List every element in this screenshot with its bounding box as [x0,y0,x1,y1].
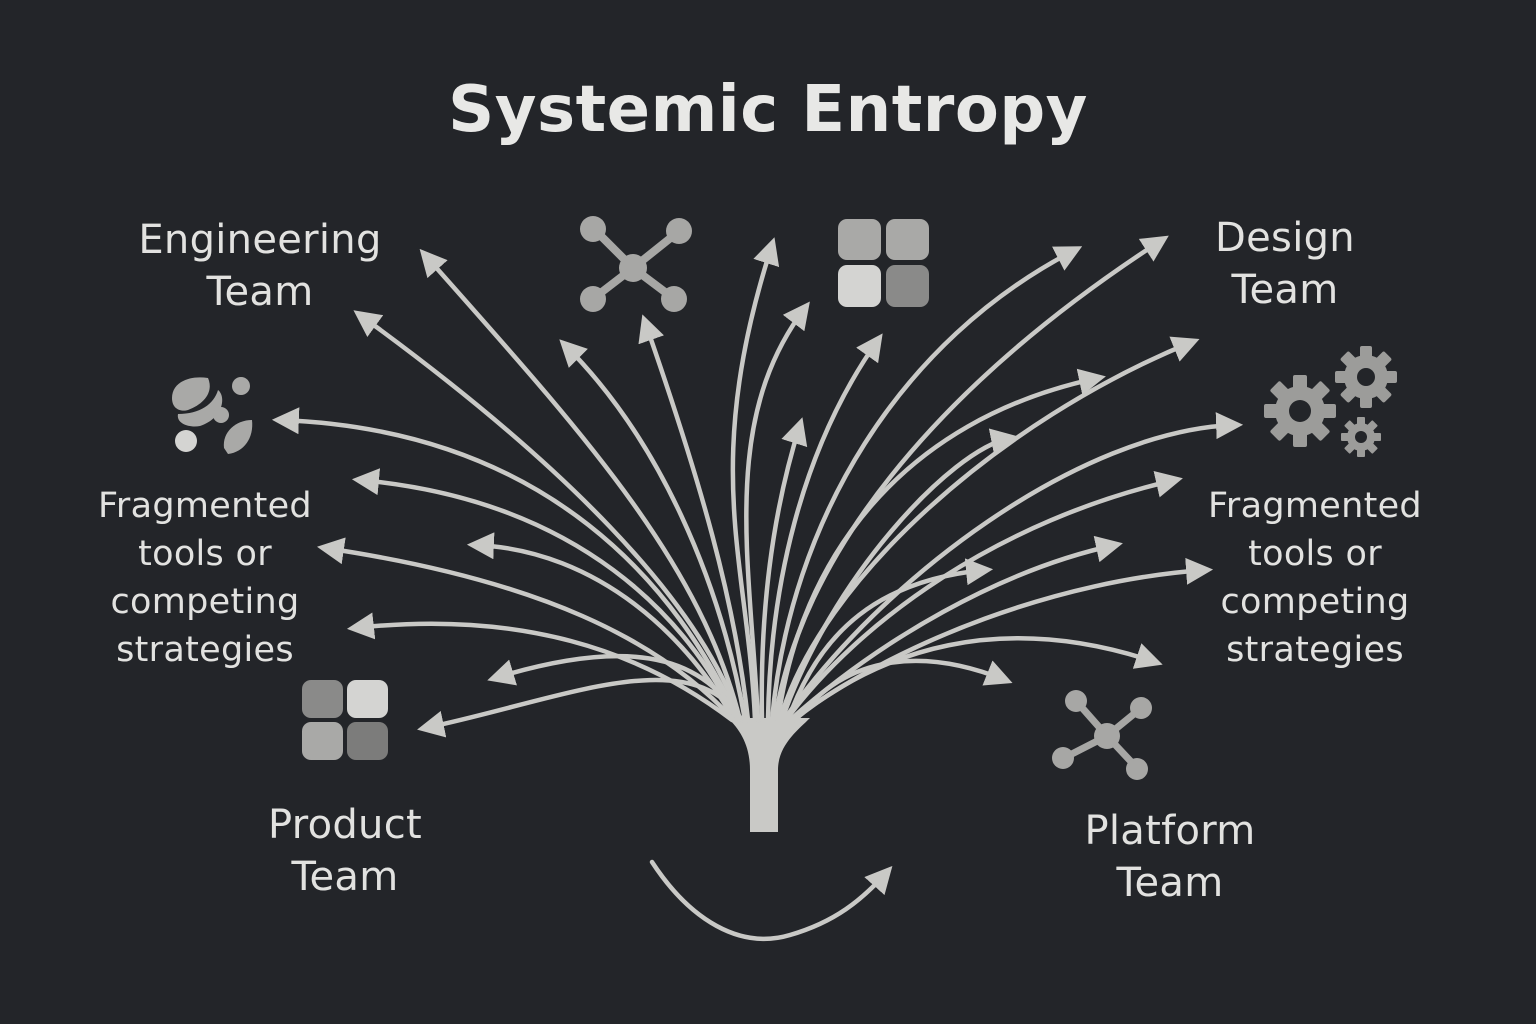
branch-arrow [638,314,751,723]
branch-arrow [559,339,748,723]
branch-arrow [785,558,994,723]
network-node-icon [1052,690,1152,780]
label-line: strategies [116,630,294,670]
label-line: Team [206,269,314,315]
label-line: strategies [1226,630,1404,670]
label-line: Design [1215,215,1355,261]
branch-arrow [730,237,780,723]
branch-arrow [765,333,883,723]
label-line: Fragmented [98,486,312,526]
label-line: competing [1220,582,1410,622]
trunk [728,718,810,832]
label-line: Platform [1084,808,1256,854]
gears-icon [1264,346,1397,457]
label-line: Product [268,802,422,848]
branch-arrow [775,368,1106,723]
bottom-curved-arrow [649,859,893,941]
label-line: Team [1231,267,1339,313]
engineering-team-label: Engineering Team [130,214,390,318]
diagram-title: Systemic Entropy [448,73,1088,147]
branch-arrow [353,310,743,723]
branch-arrow [769,246,1083,723]
branch-arrow [346,612,735,723]
branch-arrows [271,235,1244,941]
branch-arrow [417,677,745,738]
branch-arrow [351,468,739,723]
network-node-icon [580,216,692,312]
branch-arrow [781,412,1244,723]
label-line: Team [1116,860,1224,906]
fragmented-tools-label-right: Fragmented tools or competing strategies [1195,482,1435,674]
label-line: tools or [1248,534,1382,574]
grid-tiles-icon [302,680,388,760]
platform-team-label: Platform Team [1070,805,1270,909]
branch-arrow [793,658,1013,723]
branch-arrow [759,417,808,723]
branch-arrow [744,301,810,723]
label-line: competing [110,582,300,622]
branch-arrow [791,636,1163,723]
label-line: Fragmented [1208,486,1422,526]
design-team-label: Design Team [1190,212,1380,316]
label-line: Engineering [138,217,382,263]
fragmented-tools-label-left: Fragmented tools or competing strategies [85,482,325,674]
product-team-label: Product Team [245,799,445,903]
branch-arrow [271,407,741,723]
branch-arrow [779,428,1018,723]
scattered-shapes-icon [172,377,253,454]
grid-tiles-icon [838,219,929,307]
label-line: Team [291,854,399,900]
label-line: tools or [138,534,272,574]
branch-arrow [419,248,743,723]
